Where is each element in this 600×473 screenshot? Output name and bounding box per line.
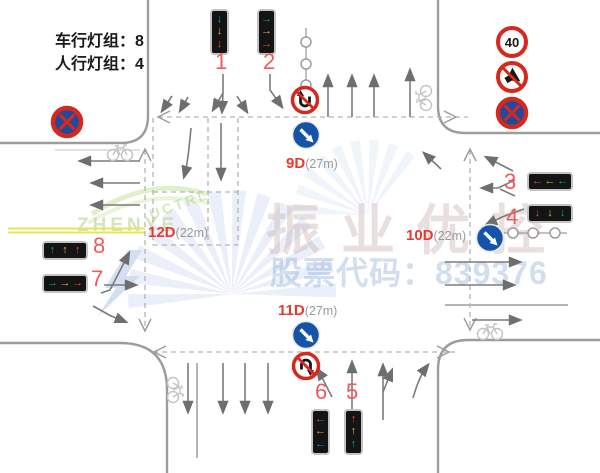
keep-right-sign-11d[interactable] <box>290 319 322 351</box>
signal-arrow: → <box>261 12 272 25</box>
detector-id: 11D <box>278 302 305 319</box>
keep-right-sign-10d[interactable] <box>474 222 506 254</box>
signal-arrow: ← <box>531 175 543 187</box>
keep-right-sign-9d[interactable] <box>290 119 322 151</box>
speed-limit-value: 40 <box>505 35 519 50</box>
signal-arrow: ↓ <box>534 207 541 219</box>
no-stopping-sign-east[interactable] <box>498 99 526 127</box>
signal-arrow: ← <box>315 438 326 451</box>
signal-arrow: → <box>59 277 71 289</box>
vehicle-light-groups-count: 车行灯组：8 <box>55 33 144 50</box>
road-edge-southeast <box>436 338 600 473</box>
road-edge-northeast <box>436 0 600 135</box>
signal-head-2-label: 2 <box>263 49 276 74</box>
detector-label-11d[interactable]: 11D(27m) <box>278 303 337 319</box>
pedestrian-light-groups-count: 人行灯组：4 <box>55 56 144 73</box>
road-edge-northwest <box>0 0 150 145</box>
signal-head-6-label: 6 <box>315 379 328 404</box>
signal-arrow: ↓ <box>547 207 553 219</box>
signal-arrow: ← <box>544 175 556 187</box>
ped-light-icon <box>527 227 539 239</box>
signal-head-1-label: 1 <box>215 49 228 74</box>
signal-head-4-label: 4 <box>506 204 519 229</box>
speed-limit-40-sign[interactable]: 40 <box>496 26 528 58</box>
ped-light-icon <box>507 227 519 239</box>
legend: 车行灯组：8 人行灯组：4 <box>55 30 144 76</box>
detector-id: 9D <box>286 155 306 172</box>
signal-arrow: ↑ <box>350 438 357 451</box>
detector-label-9d[interactable]: 9D(27m) <box>286 156 338 172</box>
signal-arrow: → <box>261 38 272 51</box>
detector-label-12d[interactable]: 12D(22m) <box>148 225 208 241</box>
detector-distance: (22m) <box>433 229 467 243</box>
bicycle-icon <box>415 84 433 112</box>
ped-light-icon <box>300 58 312 70</box>
logo-arc <box>86 196 211 225</box>
no-u-turn-sign-north[interactable] <box>290 85 320 115</box>
signal-arrow: ↑ <box>74 244 81 256</box>
no-u-turn-sign-south[interactable] <box>291 351 321 381</box>
detector-id: 10D <box>406 227 434 244</box>
signal-arrow: ↑ <box>49 244 56 256</box>
signal-arrow: → <box>46 277 58 289</box>
signal-arrow: ↑ <box>62 244 68 256</box>
signal-head-7-label: 7 <box>91 266 104 291</box>
signal-head-2[interactable]: → → → <box>257 9 276 55</box>
signal-head-8[interactable]: ↑ ↑ ↑ <box>42 241 88 260</box>
detector-distance: (27m) <box>305 157 338 171</box>
signal-head-7[interactable]: → → → <box>42 274 88 293</box>
signal-arrow: → <box>261 25 272 38</box>
signal-head-5-label: 5 <box>346 379 359 404</box>
signal-arrow: ← <box>315 425 326 438</box>
signal-arrow: ← <box>557 175 569 187</box>
signal-arrow: → <box>72 277 84 289</box>
bicycle-icon <box>166 376 184 404</box>
signal-arrow: ← <box>315 412 326 425</box>
signal-head-4[interactable]: ↓ ↓ ↓ <box>527 204 573 223</box>
detector-label-10d[interactable]: 10D(22m) <box>406 228 466 244</box>
signal-head-8-label: 8 <box>93 233 106 258</box>
ped-light-icon <box>549 227 561 239</box>
signal-arrow: ↑ <box>350 412 357 425</box>
signal-head-5[interactable]: ↑ ↑ ↑ <box>344 409 363 455</box>
logo-arc <box>90 185 208 217</box>
signal-arrow: ↓ <box>216 25 223 38</box>
detector-id: 12D <box>148 224 176 241</box>
bicycle-icon <box>106 144 134 162</box>
exit-lane-arrows <box>77 67 523 415</box>
signal-head-6[interactable]: ← ← ← <box>311 409 330 455</box>
lightning-logo-watermark <box>98 250 142 316</box>
no-stopping-sign-west[interactable] <box>53 108 81 136</box>
signal-arrow: ↑ <box>350 425 357 438</box>
signal-arrow: ↓ <box>216 38 223 51</box>
signal-arrow: ↓ <box>559 207 566 219</box>
detector-distance: (22m) <box>175 226 209 240</box>
no-horn-sign[interactable] <box>496 61 528 93</box>
dashed-guide-lines <box>144 116 471 353</box>
signal-head-3[interactable]: ← ← ← <box>527 172 573 191</box>
signal-head-3-label: 3 <box>504 169 517 194</box>
detector-distance: (27m) <box>304 304 338 318</box>
road-edge-southwest <box>0 341 169 473</box>
approach-movement-arrows <box>92 74 525 420</box>
signal-arrow: ↓ <box>216 12 223 25</box>
bicycle-icon <box>476 323 504 341</box>
signal-head-1[interactable]: ↓ ↓ ↓ <box>210 9 229 55</box>
ped-light-icon <box>300 36 312 48</box>
